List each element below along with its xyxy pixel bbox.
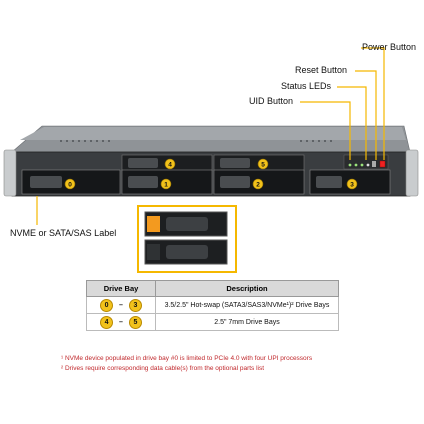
footnote-cables: ² Drives require corresponding data cabl… bbox=[61, 365, 265, 372]
rack-ear-right bbox=[405, 149, 419, 197]
badge-bay-1 bbox=[160, 178, 172, 190]
header-drive-bay: Drive Bay bbox=[86, 280, 156, 297]
footnote-nvme: ¹ NVMe device populated in drive bay #0 … bbox=[61, 355, 313, 362]
power-button-label: Power Button bbox=[362, 42, 417, 52]
badge-text-5: 5 bbox=[261, 162, 265, 169]
bay-range-cell: 4–5 bbox=[86, 313, 156, 331]
badge-bay-3 bbox=[346, 178, 358, 190]
power-button-shape bbox=[379, 160, 386, 168]
bay-badge: 0 bbox=[100, 298, 114, 312]
badge-bay-4 bbox=[164, 158, 176, 170]
badge-text-2: 2 bbox=[256, 182, 260, 189]
chassis-vents bbox=[60, 140, 332, 142]
badge-text-0: 0 bbox=[68, 182, 72, 189]
drive-label-callout: NVME or SATA/SAS Label bbox=[10, 228, 117, 238]
sata-label-carrier-bottom bbox=[144, 239, 228, 265]
callout-uid-line bbox=[300, 101, 351, 160]
table-row: 0–3 3.5/2.5" Hot-swap (SATA3/SAS3/NVMe¹)… bbox=[86, 296, 339, 314]
range-dash: – bbox=[119, 318, 123, 326]
bay-badge: 5 bbox=[128, 315, 142, 329]
bay-badge: 3 bbox=[128, 298, 142, 312]
bay-description-cell: 2.5" 7mm Drive Bays bbox=[155, 313, 339, 331]
bay-description-cell: 3.5/2.5" Hot-swap (SATA3/SAS3/NVMe¹)² Dr… bbox=[155, 296, 339, 314]
badge-bay-0 bbox=[64, 178, 76, 190]
nvme-label-carrier-top bbox=[144, 211, 228, 237]
callout-power-line bbox=[361, 47, 385, 160]
callout-leds-line bbox=[337, 86, 367, 160]
range-dash: – bbox=[119, 301, 123, 309]
status-leds-label: Status LEDs bbox=[281, 81, 332, 91]
reset-button-shape bbox=[372, 161, 376, 167]
bay-badge: 4 bbox=[100, 315, 114, 329]
status-led-group bbox=[348, 163, 370, 167]
bay-range-cell: 0–3 bbox=[86, 296, 156, 314]
badge-text-1: 1 bbox=[164, 182, 168, 189]
badge-text-3: 3 bbox=[350, 182, 354, 189]
table-header-row: Drive Bay Description bbox=[86, 280, 339, 297]
uid-button-label: UID Button bbox=[249, 96, 294, 106]
nvme-label-frame bbox=[137, 205, 237, 273]
drive-bay-table: Drive Bay Description 0–3 3.5/2.5" Hot-s… bbox=[86, 280, 339, 331]
callout-lines bbox=[36, 47, 385, 225]
rack-ear-left bbox=[3, 149, 17, 197]
table-row: 4–5 2.5" 7mm Drive Bays bbox=[86, 313, 339, 331]
badge-text-4: 4 bbox=[168, 162, 172, 169]
bay-badges bbox=[64, 158, 358, 190]
badge-bay-2 bbox=[252, 178, 264, 190]
header-description: Description bbox=[155, 280, 339, 297]
reset-button-label: Reset Button bbox=[295, 65, 348, 75]
callout-reset-line bbox=[355, 70, 377, 160]
badge-bay-5 bbox=[257, 158, 269, 170]
